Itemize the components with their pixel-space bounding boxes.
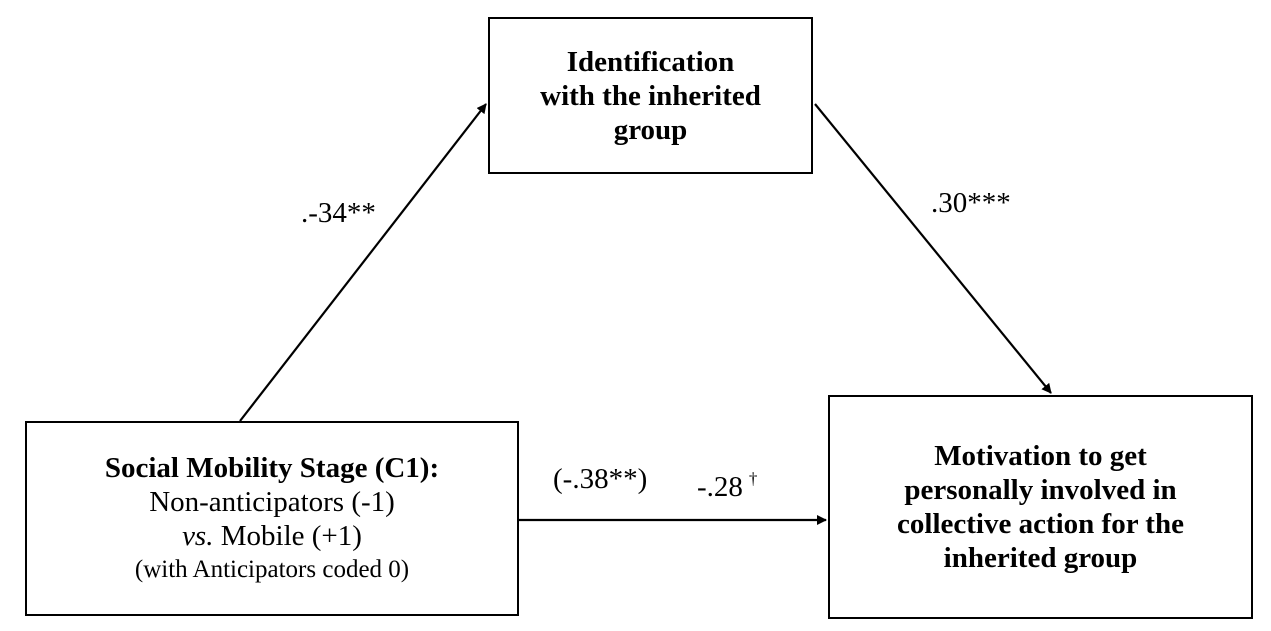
arrow-predictor-to-mediator <box>239 103 487 422</box>
mediator-label-line-1: Identification <box>566 45 735 78</box>
predictor-title: Social Mobility Stage (C1): <box>104 451 440 484</box>
outcome-label-line-2: personally involved in <box>904 474 1177 506</box>
path-a-coefficient: .-34** <box>301 197 376 229</box>
path-b-coefficient: .30*** <box>931 187 1011 219</box>
path-c-total-coefficient: (-.38**) <box>553 463 648 495</box>
arrow-mediator-to-outcome <box>814 103 1052 394</box>
dagger-marker: † <box>748 469 758 488</box>
predictor-line-3: vs. Mobile (+1) <box>182 519 362 553</box>
predictor-mobile: Mobile (+1) <box>213 519 362 552</box>
path-c-direct-value: -.28 <box>697 471 743 503</box>
predictor-box: Social Mobility Stage (C1): Non-anticipa… <box>25 421 519 616</box>
outcome-label-line-1: Motivation to get <box>934 440 1147 472</box>
predictor-vs: vs. <box>182 519 214 552</box>
outcome-box: Motivation to get personally involved in… <box>828 395 1253 619</box>
predictor-line-2: Non-anticipators (-1) <box>149 485 395 518</box>
mediator-label-line-2: with the inherited <box>540 79 761 112</box>
predictor-line-4: (with Anticipators coded 0) <box>134 555 410 583</box>
mediator-box: Identification with the inherited group <box>488 17 813 174</box>
path-c-direct-coefficient: -.28 † <box>697 462 757 504</box>
outcome-label-line-4: inherited group <box>943 542 1138 574</box>
mediator-label-line-3: group <box>613 113 688 146</box>
outcome-label-line-3: collective action for the <box>897 508 1184 540</box>
